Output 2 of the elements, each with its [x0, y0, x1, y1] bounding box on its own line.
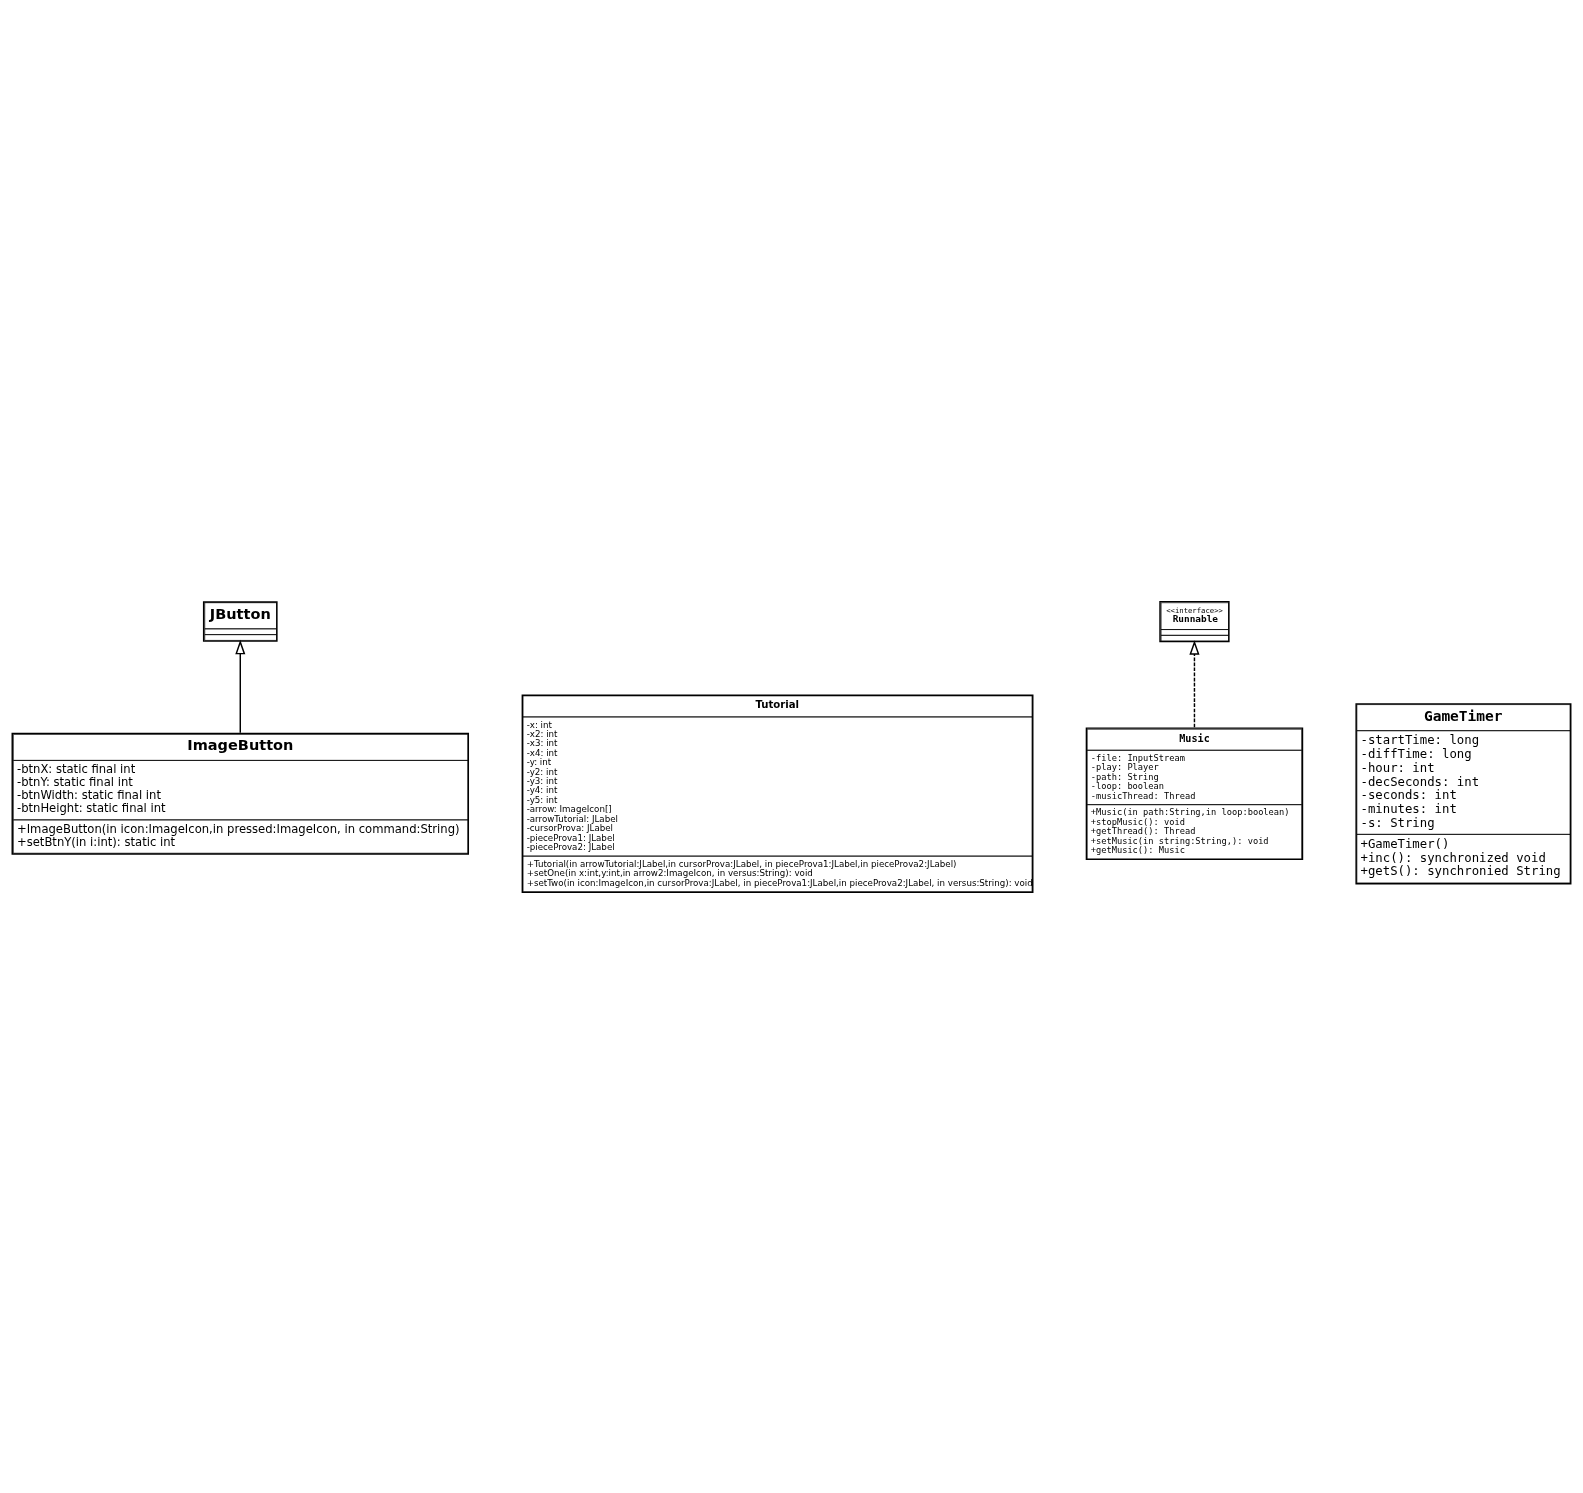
arrow	[1189, 639, 1200, 728]
arrow	[235, 639, 246, 734]
